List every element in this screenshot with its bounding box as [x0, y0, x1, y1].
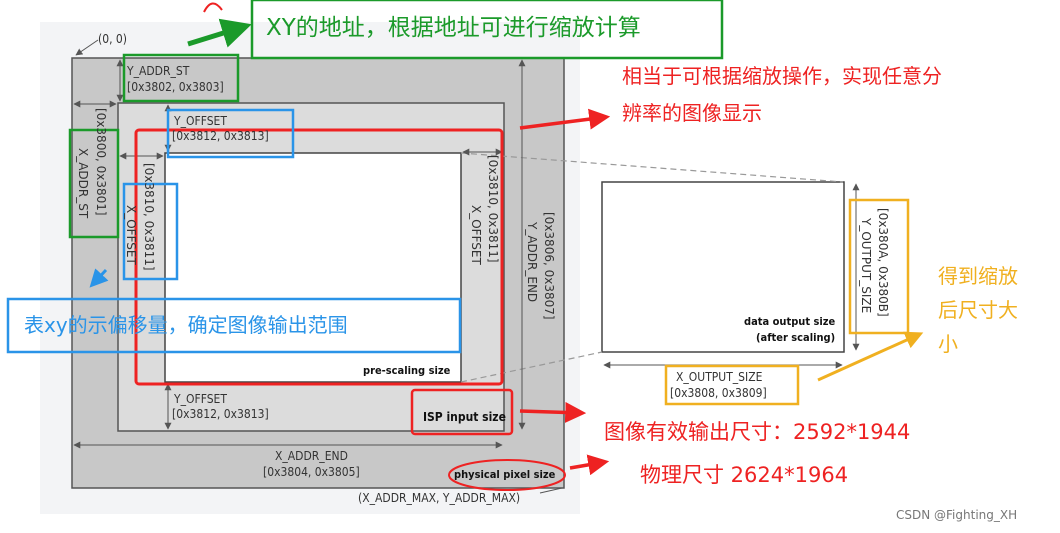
- offset-note-outline: [6, 297, 462, 354]
- x-addr-st-regs: [0x3800, 0x3801]: [94, 108, 108, 216]
- y-output-size-label: Y_OUTPUT_SIZE: [859, 218, 873, 314]
- y-output-outline: [848, 198, 910, 335]
- y-offset-bottom-regs: [0x3812, 0x3813]: [172, 407, 269, 421]
- x-output-outline: [664, 364, 800, 406]
- x-addr-end-label: X_ADDR_END: [275, 449, 348, 463]
- origin-label: (0, 0): [98, 32, 128, 46]
- offset-note: 表xy的示偏移量，确定图像输出范围: [24, 313, 348, 337]
- physical-pixel-label: physical pixel size: [454, 468, 556, 481]
- y-offset-outline: [166, 108, 295, 159]
- data-output-label-2: (after scaling): [756, 331, 836, 344]
- scaling-note-line2: 辨率的图像显示: [622, 101, 762, 125]
- x-output-size-regs: [0x3808, 0x3809]: [670, 386, 767, 400]
- physical-label-outline: [448, 459, 566, 491]
- output-area: [601, 181, 845, 353]
- x-addr-st-label: X_ADDR_ST: [76, 148, 90, 219]
- isp-label-outline: [410, 388, 514, 436]
- isp-input-label: ISP input size: [423, 410, 506, 424]
- y-addr-end-label: Y_ADDR_END: [525, 222, 539, 303]
- pre-scaling-area: [164, 152, 462, 383]
- xy-title-outline: [250, 0, 724, 60]
- y-offset-top-regs: [0x3812, 0x3813]: [172, 129, 269, 143]
- output-note-line2: 后尺寸大: [938, 298, 1018, 322]
- x-addr-st-outline: [68, 128, 120, 239]
- y-output-size-regs: [0x380A, 0x380B]: [876, 208, 890, 317]
- output-note-line3: 小: [938, 332, 958, 356]
- y-offset-bottom-label: Y_OFFSET: [174, 392, 227, 406]
- output-note-line1: 得到缩放: [938, 264, 1018, 288]
- x-addr-end-regs: [0x3804, 0x3805]: [263, 465, 360, 479]
- x-offset-right-label: X_OFFSET: [469, 205, 483, 265]
- data-output-label-1: data output size: [744, 315, 836, 328]
- addr-max-label: (X_ADDR_MAX, Y_ADDR_MAX): [358, 491, 521, 505]
- x-offset-right-regs: [0x3810, 0x3811]: [486, 155, 500, 263]
- x-output-size-label: X_OUTPUT_SIZE: [676, 370, 763, 384]
- pre-scaling-label: pre-scaling size: [363, 364, 451, 377]
- y-addr-st-label: Y_ADDR_ST: [127, 64, 190, 78]
- y-addr-st-outline: [122, 53, 240, 103]
- xy-address-note: XY的地址，根据地址可进行缩放计算: [266, 15, 641, 41]
- x-offset-left-regs: [0x3810, 0x3811]: [142, 163, 156, 271]
- effective-size-note: 图像有效输出尺寸：2592*1944: [604, 420, 911, 444]
- y-addr-st-regs: [0x3802, 0x3803]: [127, 80, 224, 94]
- y-addr-end-regs: [0x3806, 0x3807]: [542, 212, 556, 320]
- scaling-note-line1: 相当于可根据缩放操作，实现任意分: [622, 64, 942, 88]
- physical-size-note: 物理尺寸 2624*1964: [640, 463, 849, 487]
- x-offset-left-label: X_OFFSET: [124, 205, 138, 265]
- watermark: CSDN @Fighting_XH: [896, 508, 1018, 522]
- y-offset-top-label: Y_OFFSET: [174, 114, 227, 128]
- isp-input-outline: [134, 128, 504, 386]
- x-offset-outline: [122, 182, 179, 281]
